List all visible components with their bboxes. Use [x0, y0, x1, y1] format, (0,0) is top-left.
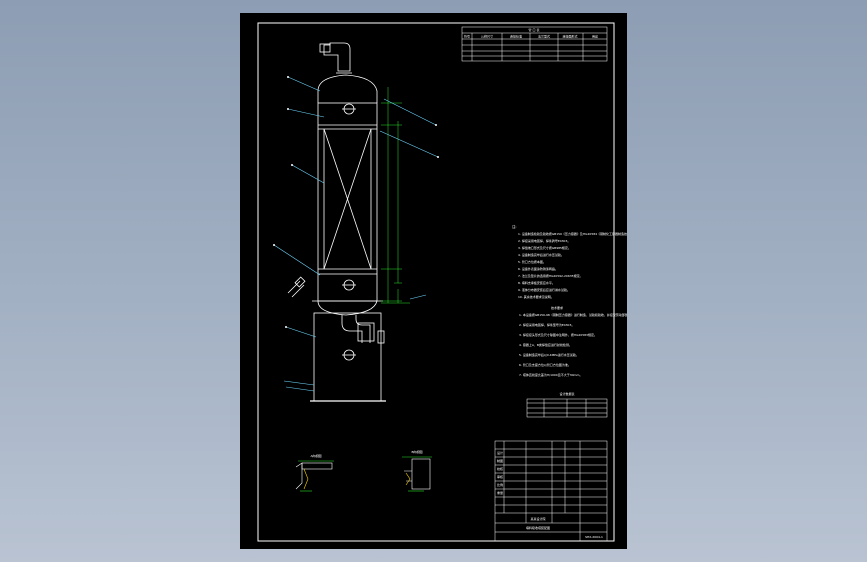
note-line: 5. 管口方位按本图。 [518, 259, 546, 264]
nozzle-table-title: 管 口 表 [529, 27, 540, 32]
nozzle-column-header: 用途 [592, 34, 598, 39]
nozzle-column-header: 公称尺寸 [481, 34, 493, 39]
note-line: 10. 其余技术要求见说明。 [518, 294, 554, 299]
title-block-label: 校核 [497, 466, 503, 471]
title-block-label: 审核 [497, 474, 503, 479]
tech-notes-list: 1. 本设备按GB150-98《钢制压力容器》进行制造、试验和验收，并接受劳动部… [519, 312, 627, 377]
title-block-label: 重量 [497, 490, 503, 495]
note-line: 4. 设备制造完毕后进行水压试验。 [518, 252, 564, 257]
design-table-title: 设计数据表 [559, 391, 574, 396]
top-outlet-elbow [319, 42, 352, 74]
gas-inlet-nozzle [287, 280, 305, 298]
drawing-name: 填料吸收塔装配图 [526, 525, 550, 530]
tech-heading: 技术要求 [551, 305, 563, 310]
dimension-lines [381, 87, 410, 304]
title-block [494, 440, 608, 542]
note-line: 2. 焊接采用电弧焊，焊条牌号E4303。 [518, 238, 570, 243]
note-line: 3. 焊缝坡口形式及尺寸按GB985规定。 [518, 245, 571, 250]
drawing-sheet: 管 口 表 符号 公称尺寸 连接标准 法兰型式 连接面形式 用途 注: 1. 设备制造检验… [240, 13, 627, 549]
detail-a-label: A向视图 [310, 453, 321, 458]
note-line: 6. 设备外表面涂防锈漆两遍。 [518, 266, 558, 271]
nozzle-column-header: 连接标准 [510, 34, 522, 39]
tech-note-line: 7. 塔体直线度允差为H/1000且不大于30mm。 [519, 372, 582, 377]
column-vessel [310, 74, 386, 402]
tech-note-line: 4. 容器上A、B类焊缝应进行射线检测。 [519, 342, 572, 347]
design-data-table [526, 398, 608, 418]
bottom-outlet-pipe [341, 315, 385, 344]
drawing-number: SHX-2004-1 [585, 535, 603, 539]
nozzle-table-headers: 符号 公称尺寸 连接标准 法兰型式 连接面形式 用途 [464, 34, 598, 39]
notes-list: 1. 设备制造检验及验收按GB150《压力容器》及HG20584《钢制化工容器制… [518, 231, 627, 299]
nozzle-table [461, 26, 608, 62]
detail-view-b [402, 456, 432, 492]
nozzle-column-header: 连接面形式 [562, 34, 577, 39]
company-name: 某某设计院 [530, 516, 545, 521]
note-line: 1. 设备制造检验及验收按GB150《压力容器》及HG20584《钢制化工容器制… [518, 231, 627, 236]
nozzle-column-header: 法兰型式 [538, 34, 550, 39]
detail-b-label: B向视图 [411, 449, 422, 454]
detail-view-a [295, 460, 334, 492]
tech-note-line: 2. 焊接采用电弧焊，焊条型号为E4303。 [519, 322, 574, 327]
title-block-label: 比例 [497, 482, 503, 487]
notes-heading: 注: [512, 224, 517, 229]
tech-note-line: 1. 本设备按GB150-98《钢制压力容器》进行制造、试验和验收，并接受劳动部… [519, 312, 627, 317]
nozzle-column-header: 符号 [464, 34, 470, 39]
note-line: 8. 填料支承板安装应水平。 [518, 280, 555, 285]
note-line: 9. 液体分布器安装后应进行淋水试验。 [518, 287, 570, 292]
leader-lines [273, 76, 439, 392]
cad-drawing: 管 口 表 符号 公称尺寸 连接标准 法兰型式 连接面形式 用途 注: 1. 设备制造检验… [257, 22, 627, 542]
title-block-label: 制图 [497, 458, 503, 463]
tech-note-line: 6. 管口及支座方位以管口方位图为准。 [519, 362, 571, 367]
note-line: 7. 法兰及垫片的选用按HG20592-20635规定。 [518, 273, 583, 278]
drawing-frame [257, 22, 615, 542]
title-block-label: 设计 [497, 450, 503, 455]
tech-note-line: 3. 焊接接头形式及尺寸除图中注明外，按HG20583规定。 [519, 332, 597, 337]
tech-note-line: 5. 设备制造完毕后以0.4MPa进行水压试验。 [519, 352, 579, 357]
